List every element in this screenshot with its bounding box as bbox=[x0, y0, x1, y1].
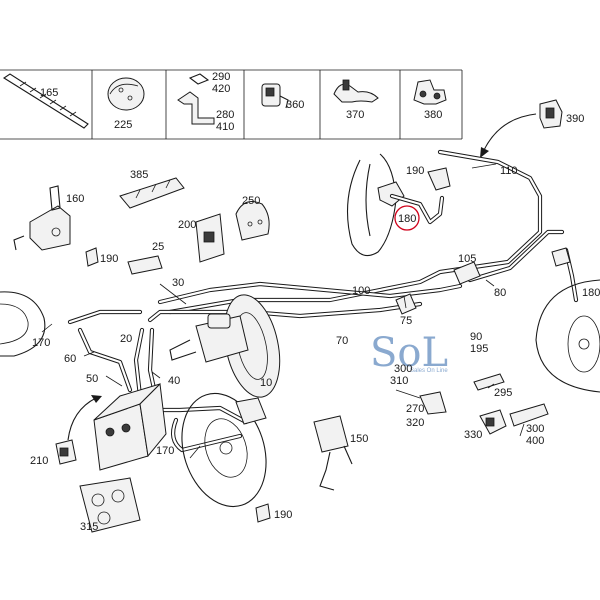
part-200 bbox=[195, 213, 225, 263]
sol-logo-watermark: SoL Sales On Line bbox=[370, 330, 448, 376]
right-rear-disc bbox=[535, 279, 600, 393]
label-80: 80 bbox=[494, 287, 506, 299]
arrow-390 bbox=[483, 113, 537, 151]
label-160: 160 bbox=[66, 193, 84, 205]
label-315: 315 bbox=[80, 521, 98, 533]
part-250 bbox=[235, 201, 270, 241]
label-20: 20 bbox=[120, 333, 132, 345]
sensor-210 bbox=[55, 439, 77, 465]
bracket-190-top bbox=[427, 167, 451, 191]
label-210: 210 bbox=[30, 455, 48, 467]
part-25 bbox=[127, 255, 163, 275]
arrowhead-390 bbox=[480, 147, 489, 158]
logo-text: SoL bbox=[370, 330, 448, 376]
part-270 bbox=[419, 391, 447, 415]
label-280: 280 bbox=[216, 109, 234, 121]
bracket-190-left bbox=[85, 247, 99, 267]
label-105: 105 bbox=[458, 253, 476, 265]
left-front-disc bbox=[0, 291, 46, 357]
label-180: 180 bbox=[398, 213, 416, 225]
bracket-190-bottom bbox=[255, 503, 271, 523]
label-90: 90 bbox=[470, 331, 482, 343]
label-40: 40 bbox=[168, 375, 180, 387]
label-180-right: 180 bbox=[582, 287, 600, 299]
label-190-bottom: 190 bbox=[274, 509, 292, 521]
abs-modulator bbox=[93, 382, 167, 471]
label-165: 165 bbox=[40, 87, 58, 99]
label-250: 250 bbox=[242, 195, 260, 207]
brake-booster bbox=[169, 294, 281, 398]
part-330 bbox=[479, 409, 507, 435]
logo-subtitle: Sales On Line bbox=[410, 368, 448, 374]
label-150: 150 bbox=[350, 433, 368, 445]
label-70: 70 bbox=[336, 335, 348, 347]
label-25: 25 bbox=[152, 241, 164, 253]
leader-lines bbox=[41, 163, 525, 459]
arrowhead-210 bbox=[91, 395, 102, 403]
part-385 bbox=[119, 177, 185, 209]
part-300-400 bbox=[509, 403, 549, 427]
label-10: 10 bbox=[260, 377, 272, 389]
label-300-top: 300 bbox=[394, 363, 412, 375]
label-370: 370 bbox=[346, 109, 364, 121]
callout-labels: 190 110 180 160 385 250 200 25 190 105 1… bbox=[30, 165, 600, 533]
part-75 bbox=[395, 293, 417, 315]
parts-header: 165 225 290 420 280 410 360 370 bbox=[0, 69, 463, 140]
label-400: 400 bbox=[526, 435, 544, 447]
hub-bracket-160 bbox=[13, 185, 71, 251]
bracket-190-right bbox=[551, 247, 571, 267]
label-195: 195 bbox=[470, 343, 488, 355]
part-105 bbox=[453, 261, 481, 285]
label-420: 420 bbox=[212, 83, 230, 95]
label-385: 385 bbox=[130, 169, 148, 181]
cable-tie-part bbox=[2, 73, 89, 129]
label-295: 295 bbox=[494, 387, 512, 399]
bracket-part bbox=[177, 73, 215, 125]
label-330: 330 bbox=[464, 429, 482, 441]
label-360: 360 bbox=[286, 99, 304, 111]
front-right-disc bbox=[346, 153, 405, 257]
label-270: 270 bbox=[406, 403, 424, 415]
label-190: 190 bbox=[406, 165, 424, 177]
label-60: 60 bbox=[64, 353, 76, 365]
sensor-plug-part bbox=[261, 83, 289, 109]
label-170-left: 170 bbox=[32, 337, 50, 349]
label-100: 100 bbox=[352, 285, 370, 297]
label-50: 50 bbox=[86, 373, 98, 385]
label-75: 75 bbox=[400, 315, 412, 327]
label-410: 410 bbox=[216, 121, 234, 133]
label-300: 300 bbox=[526, 423, 544, 435]
sensor-150 bbox=[313, 415, 353, 491]
label-170-bottom: 170 bbox=[156, 445, 174, 457]
label-390: 390 bbox=[566, 113, 584, 125]
connector-315 bbox=[79, 477, 141, 533]
label-310: 310 bbox=[390, 375, 408, 387]
label-380: 380 bbox=[424, 109, 442, 121]
part-295 bbox=[473, 373, 505, 391]
rear-left-disc bbox=[181, 392, 267, 508]
line-clip-part bbox=[333, 79, 379, 103]
label-200: 200 bbox=[178, 219, 196, 231]
label-320: 320 bbox=[406, 417, 424, 429]
front-caliper-hose bbox=[389, 193, 445, 225]
arrow-210 bbox=[67, 397, 97, 441]
part-390 bbox=[539, 99, 563, 129]
label-290: 290 bbox=[212, 71, 230, 83]
label-225: 225 bbox=[114, 119, 132, 131]
double-clip-part bbox=[413, 79, 447, 105]
highlight-ring-180 bbox=[394, 205, 420, 231]
label-30: 30 bbox=[172, 277, 184, 289]
label-190-left: 190 bbox=[100, 253, 118, 265]
grommet-part bbox=[107, 77, 145, 111]
label-110: 110 bbox=[500, 165, 518, 177]
